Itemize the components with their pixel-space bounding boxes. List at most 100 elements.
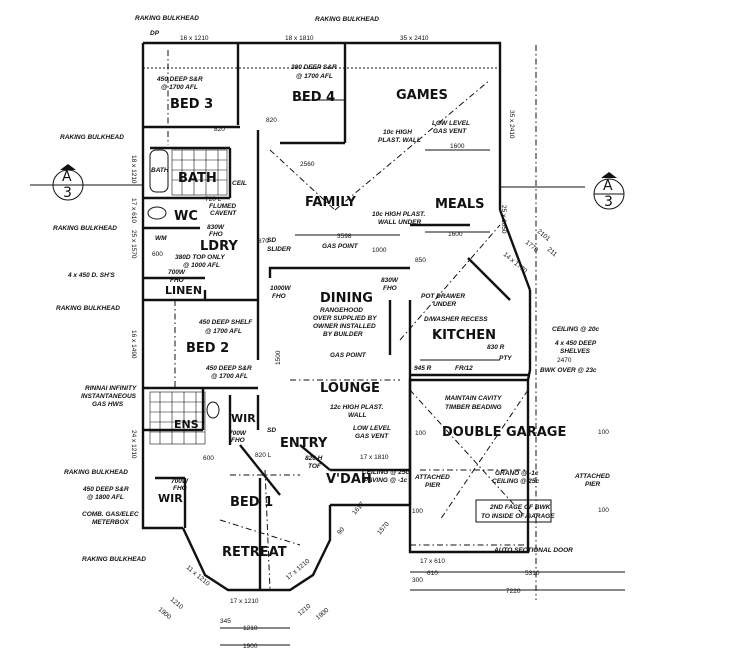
dim-window: 17 x 1210 (230, 598, 259, 605)
note-low-gas-vent: GAS VENT (433, 128, 467, 135)
note-fho: FHO (173, 485, 187, 492)
note-washing-machine: WM (155, 235, 167, 242)
dim-window: 35 x 2410 (508, 110, 515, 139)
note-gas-point: GAS POINT (322, 243, 359, 250)
note-rangehood: RANGEHOOD (320, 307, 363, 314)
note-flumed-cavent: FLUMED (209, 203, 236, 210)
note-downpipe: DP (150, 30, 160, 37)
dim-window: 18 x 1810 (285, 35, 314, 42)
room-wir-bed2: WIR (231, 412, 256, 425)
note-raking-bulkhead: RAKING BULKHEAD (82, 556, 146, 563)
note-attached-pier: PIER (585, 481, 600, 488)
dim-window: 25 x 1050 (500, 205, 507, 234)
section-num-left: 3 (63, 185, 72, 201)
room-bed2: BED 2 (186, 341, 229, 356)
dim-length: 850 (415, 257, 426, 264)
dim-length: 1210 (169, 596, 185, 611)
note-rangehood: OWNER INSTALLED (313, 323, 376, 330)
room-lounge: LOUNGE (320, 381, 380, 396)
room-entry: ENTRY (280, 436, 328, 451)
dim-window: 17 x 1810 (360, 454, 389, 461)
ceiling-lines (30, 45, 585, 600)
dim-pier: 100 (598, 429, 609, 436)
dim-length: 2470 (557, 357, 572, 364)
note-fho: FHO (272, 293, 286, 300)
dim-length: 3598 (337, 233, 352, 240)
dim-length: 610 (427, 570, 438, 577)
dim-window: 16 x 1210 (180, 35, 209, 42)
note-auto-door: AUTO SECTIONAL DOOR (493, 547, 573, 554)
room-ens: ENS (174, 418, 199, 431)
note-wir-shelf: @ 1800 AFL (87, 494, 124, 501)
room-games: GAMES (396, 88, 448, 103)
note-meterbox: METERBOX (92, 519, 130, 526)
note-gas-point: GAS POINT (330, 352, 367, 359)
note-smoke-detector: SD (267, 237, 276, 244)
note-rangehood: BY BUILDER (323, 331, 363, 338)
note-fho: 700W (171, 478, 189, 485)
room-linen: LINEN (165, 284, 202, 297)
note-raking-bulkhead: RAKING BULKHEAD (315, 16, 379, 23)
dim-window: 16 x 1490 (130, 330, 137, 359)
dim-length: 1500 (275, 350, 282, 365)
note-shelves: 4 x 450 DEEP (554, 340, 597, 347)
dim-length: 1210 (243, 625, 258, 632)
dim-length: 1570 (376, 520, 391, 536)
note-attached-pier: PIER (425, 482, 440, 489)
bathtub-label: BATH (151, 167, 169, 174)
dim-window: 17 x 610 (130, 198, 137, 223)
note-pot-drawer: UNDER (433, 301, 456, 308)
note-ldry-top: 380D TOP ONLY (175, 254, 225, 261)
dim-window: 35 x 2410 (400, 35, 429, 42)
dim-window: 17 x 610 (420, 558, 445, 565)
note-bwk-over: BWK OVER @ 23c (540, 367, 597, 374)
note-pot-drawer: POT DRAWER (421, 293, 465, 300)
note-lounge-wall: 12c HIGH PLAST. (330, 404, 384, 411)
dim-pier: 100 (598, 507, 609, 514)
dim-door: 820 (214, 126, 225, 133)
dim-pier: 100 (412, 508, 423, 515)
note-cavity: TIMBER BEADING (445, 404, 502, 411)
note-garage-box: 2ND FACE OF BWK (489, 504, 552, 511)
note-flumed-cavent: CAVENT (210, 210, 237, 217)
room-bed1: BED 1 (230, 495, 273, 510)
dim-door: 720 L (205, 196, 222, 203)
room-double-garage: DOUBLE GARAGE (442, 425, 566, 440)
room-bed4: BED 4 (292, 90, 335, 105)
dim-length: 345 (220, 618, 231, 625)
note-fho: FHO (209, 231, 223, 238)
note-cavity: MAINTAIN CAVITY (445, 395, 502, 402)
note-fho: 700W (229, 430, 247, 437)
room-meals: MEALS (435, 197, 485, 212)
dim-length: 5310 (525, 570, 540, 577)
dim-length: 1210 (297, 603, 313, 618)
section-marker-left[interactable] (48, 162, 88, 201)
note-vdah-ceiling: CEILING @ 25c (362, 469, 410, 476)
dim-length: 300 (412, 577, 423, 584)
section-marker-right[interactable] (593, 172, 625, 210)
bath-tiles (149, 149, 228, 445)
note-bed2-shelf: @ 1700 AFL (205, 328, 242, 335)
dim-window: 24 x 1210 (130, 430, 137, 459)
note-lounge-wall: WALL (348, 412, 366, 419)
note-fridge: FR/12 (455, 365, 473, 372)
note-bed2-shelf: 450 DEEP S&R (205, 365, 252, 372)
internal-walls (143, 43, 528, 590)
dim-length: 600 (203, 455, 214, 462)
note-rangehood: OVER SUPPLIED BY (313, 315, 377, 322)
note-attached-pier: ATTACHED (574, 473, 610, 480)
dimension-lines (220, 99, 625, 646)
note-dwasher: D/WASHER RECESS (424, 316, 488, 323)
dim-window: 25 x 1570 (130, 230, 137, 259)
note-fho: 700W (168, 269, 186, 276)
dim-length: 1000 (372, 247, 387, 254)
note-grano: GRANO @ -1c (495, 470, 539, 477)
room-dining: DINING (320, 291, 373, 306)
note-ceiling: CEILING @ 20c (552, 326, 600, 333)
note-fho: FHO (231, 437, 245, 444)
note-wir-shelf: 450 DEEP S&R (82, 486, 129, 493)
note-low-gas-vent: LOW LEVEL (353, 425, 391, 432)
room-wir-bed1: WIR (158, 492, 183, 505)
room-bath: BATH (178, 171, 217, 186)
